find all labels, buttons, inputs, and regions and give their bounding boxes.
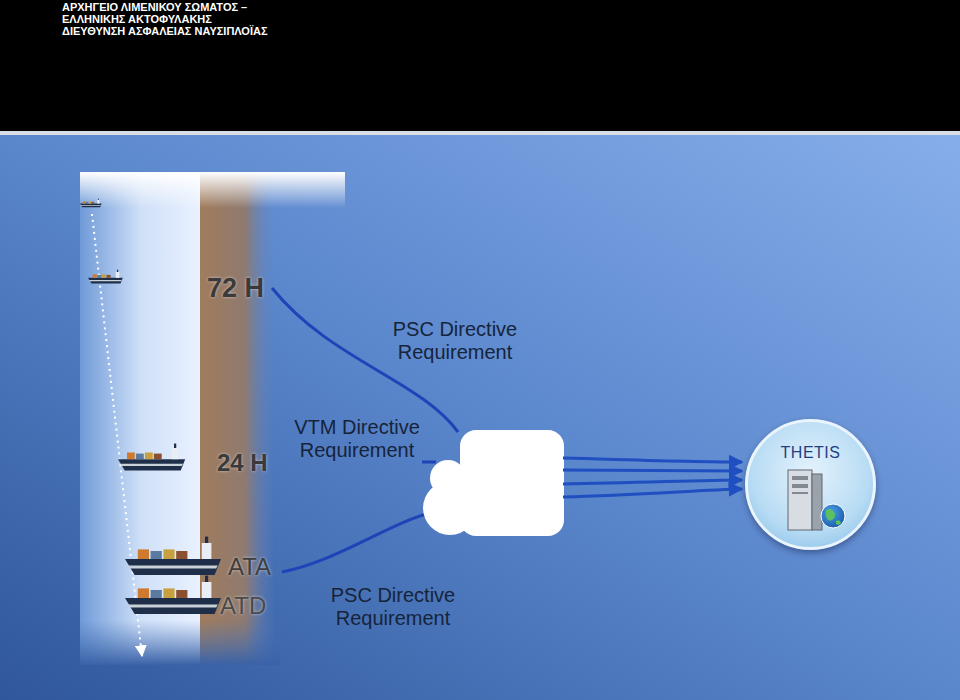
time-label: 24 H <box>217 449 268 477</box>
requirement-label: PSC Directive Requirement <box>318 584 468 630</box>
header-line: ΕΛΛΗΝΙΚΗΣ ΑΚΤΟΦΥΛΑΚΗΣ <box>62 13 212 25</box>
time-label: 72 H <box>207 273 264 304</box>
header-line: ΔΙΕΥΘΥΝΣΗ ΑΣΦΑΛΕΙΑΣ ΝΑΥΣΙΠΛΟΪΑΣ <box>62 25 268 37</box>
requirement-label: PSC Directive Requirement <box>380 318 530 364</box>
system-name: THETIS <box>748 444 873 462</box>
header-line: ΑΡΧΗΓΕΙΟ ΛΙΜΕΝΙΚΟΥ ΣΩΜΑΤΟΣ – <box>62 1 247 13</box>
requirement-label: VTM Directive Requirement <box>282 416 432 462</box>
system-circle: THETIS <box>745 419 876 550</box>
event-label: ATD <box>220 592 266 620</box>
event-label: ATA <box>228 553 271 581</box>
